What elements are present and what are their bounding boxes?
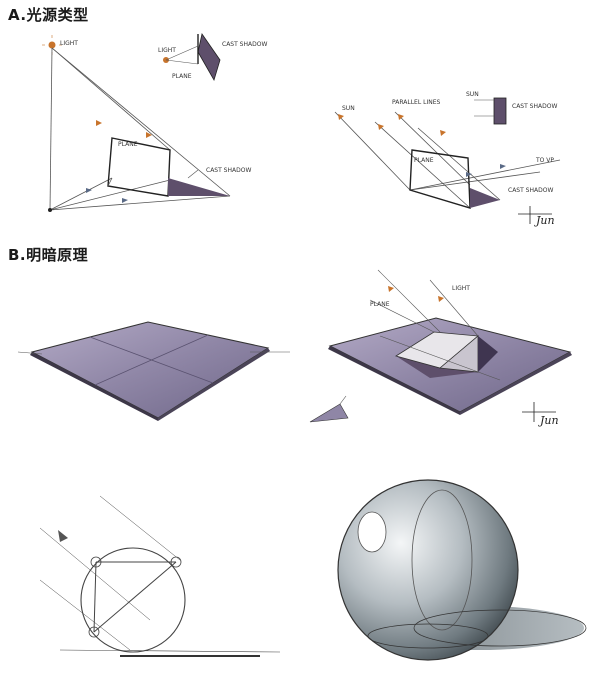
figure-lit-wedge: PLANE LIGHT Jun — [309, 269, 572, 427]
light-source-icon — [48, 41, 56, 49]
figure-point-light: LIGHT PLANE CAST SHADOW LIGHT CAST SHA — [42, 33, 267, 212]
cast-shadow-label: CAST SHADOW — [206, 167, 251, 174]
section-b-title: B.明暗原理 — [8, 246, 89, 264]
inset-sun-shadow-label: CAST SHADOW — [512, 103, 557, 110]
inset-sun-label: SUN — [466, 91, 479, 98]
to-vp-label: TO VP — [535, 157, 554, 164]
signature-a: Jun — [534, 214, 555, 227]
sun-cast-shadow-label: CAST SHADOW — [508, 187, 553, 194]
inset-cast-shadow-label: CAST SHADOW — [222, 41, 267, 48]
figure-shaded-sphere — [337, 479, 587, 661]
sun-label: SUN — [342, 105, 355, 112]
shading-label: PLANE — [370, 301, 390, 308]
inset-light-label: LIGHT — [158, 47, 176, 54]
figure-sphere-construction — [39, 495, 281, 657]
cast-shadow-shape — [168, 178, 230, 196]
plane-label: PLANE — [118, 141, 138, 148]
parallel-lines-label: PARALLEL LINES — [392, 99, 440, 106]
signature-b: Jun — [538, 414, 559, 427]
section-a-title: A.光源类型 — [8, 6, 89, 24]
wedge-light-label: LIGHT — [452, 285, 470, 292]
figure-sun-light: SUN PARALLEL LINES TO VP CAST SHADOW PLA… — [334, 91, 561, 227]
sun-cast-shadow-shape — [470, 188, 500, 208]
inset-plane-label: PLANE — [172, 73, 192, 80]
sun-plane-label: PLANE — [414, 157, 434, 164]
figure-flat-plane — [17, 321, 290, 421]
light-label: LIGHT — [60, 40, 78, 47]
